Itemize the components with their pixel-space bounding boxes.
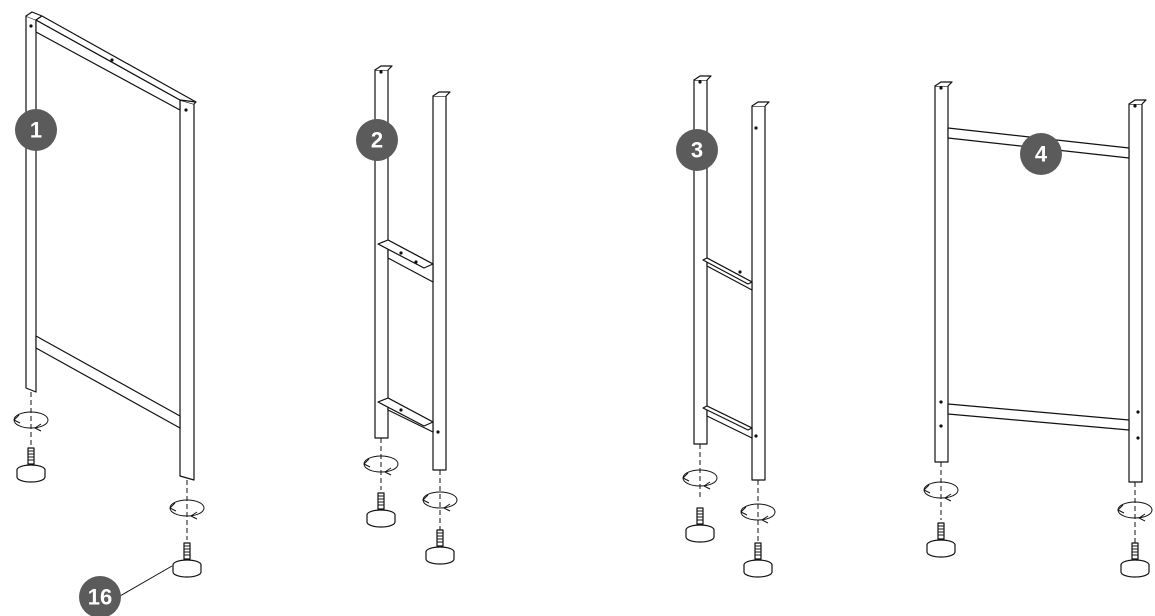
callout-leader-line	[119, 565, 173, 597]
rotate-arrow-icon	[1117, 501, 1153, 522]
levelling-foot-icon	[685, 507, 715, 543]
levelling-foot-icon	[926, 522, 956, 558]
levelling-foot-icon	[1120, 542, 1150, 578]
levelling-foot-icon	[743, 542, 773, 578]
part-badge-label: 1	[30, 118, 42, 143]
part-badge-1: 1	[15, 109, 57, 151]
foot-callout-label: 16	[88, 585, 112, 610]
levelling-foot-icon	[172, 542, 202, 578]
part-badge-4: 4	[1020, 133, 1062, 175]
side-frame-part-1	[13, 11, 205, 578]
ladder-frame-part-2	[363, 65, 458, 565]
part-badge-label: 2	[371, 128, 383, 153]
levelling-foot-icon	[425, 529, 455, 565]
part-badge-2: 2	[356, 119, 398, 161]
rotate-arrow-icon	[923, 481, 959, 502]
rotate-arrow-icon	[169, 499, 205, 520]
levelling-foot-icon	[16, 447, 46, 483]
rotate-arrow-icon	[13, 411, 49, 432]
part-badge-label: 4	[1035, 142, 1048, 167]
ladder-frame-part-3	[682, 75, 776, 578]
foot-callout-badge: 16	[79, 576, 121, 616]
part-badge-3: 3	[676, 129, 718, 171]
part-badge-label: 3	[691, 138, 703, 163]
levelling-foot-icon	[366, 492, 396, 528]
